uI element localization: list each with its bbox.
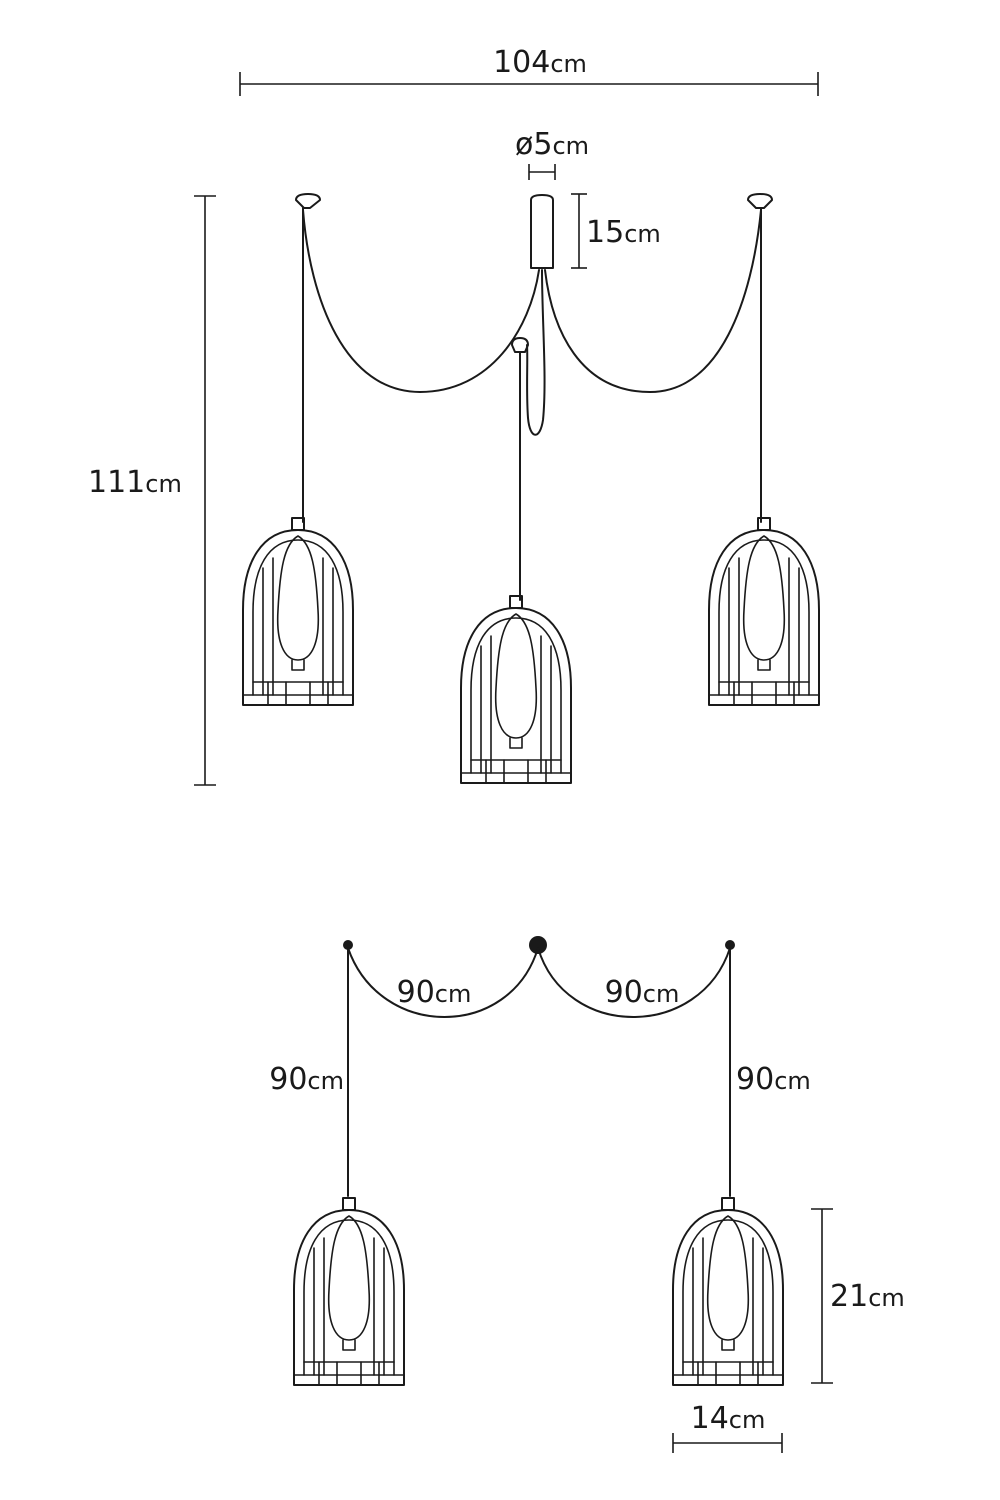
canopy-diameter-dimension: ø5cm [515, 127, 589, 180]
mount-point-left [343, 940, 353, 950]
canopy-height-label: 15cm [586, 215, 661, 250]
pendant-shade-bottom-left [293, 1197, 405, 1386]
overall-height-label: 111cm [88, 465, 182, 500]
canopy-height-dimension: 15cm [571, 193, 661, 269]
shade-height-dimension: 21cm [811, 1208, 905, 1384]
overall-width-dimension: 104cm [239, 45, 819, 96]
overall-height-dimension: 111cm [88, 195, 216, 786]
cable-layout-bottom: 90cm 90cm 90cm 90cm [269, 936, 811, 1197]
overall-width-label: 104cm [493, 45, 587, 80]
cable-left-drop-label: 90cm [269, 1062, 344, 1097]
pendant-shade-center [460, 595, 572, 784]
cable-left-arc-label: 90cm [397, 975, 472, 1010]
cable-right-arc-label: 90cm [605, 975, 680, 1010]
ceiling-canopy [530, 194, 554, 269]
pendant-shade-right [708, 517, 820, 706]
shade-height-label: 21cm [830, 1279, 905, 1314]
mount-point-right [725, 940, 735, 950]
shade-width-dimension: 14cm [672, 1401, 783, 1453]
pendant-shade-bottom-right [672, 1197, 784, 1386]
canopy-diameter-label: ø5cm [515, 127, 589, 162]
shade-width-label: 14cm [691, 1401, 766, 1436]
cables-top [295, 193, 773, 601]
cable-right-drop-label: 90cm [736, 1062, 811, 1097]
mount-point-center [529, 936, 547, 954]
pendant-shade-left [242, 517, 354, 706]
